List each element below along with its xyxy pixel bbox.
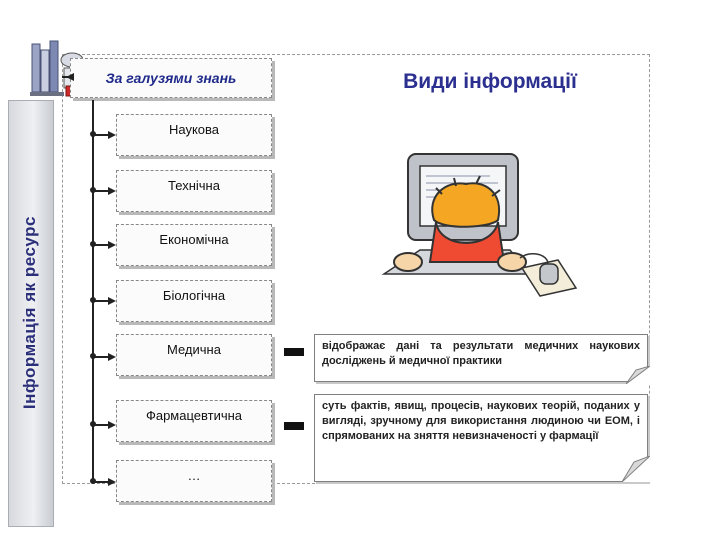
- branch-dot: [90, 241, 96, 247]
- branch-dot: [90, 297, 96, 303]
- category-box-economic: Економічна: [116, 224, 272, 266]
- branch-dot: [90, 131, 96, 137]
- branch-arrowhead: [108, 241, 116, 249]
- category-label: Наукова: [168, 122, 220, 137]
- branch-dot: [90, 187, 96, 193]
- dash-mark: [284, 422, 304, 430]
- header-arrowhead: [66, 73, 74, 81]
- tree-trunk: [92, 100, 94, 482]
- category-label: Біологічна: [162, 288, 226, 303]
- branch-dot: [90, 353, 96, 359]
- side-bar-label-wrap: Інформація як ресурс: [8, 100, 52, 525]
- definition-text: відображає дані та результати медичних н…: [322, 340, 640, 367]
- branch-arrowhead: [108, 478, 116, 486]
- side-bar: [8, 100, 54, 527]
- page-title: Види інформації: [403, 70, 577, 93]
- note-fold-icon: [626, 366, 650, 384]
- branch-connector: [92, 356, 110, 358]
- definition-text: суть фактів, явищ, процесів, наукових те…: [322, 400, 640, 442]
- category-box-medical: Медична: [116, 334, 272, 376]
- category-label: Економічна: [159, 232, 229, 247]
- category-box-pharmaceutical: Фармацевтична: [116, 400, 272, 442]
- category-box-scientific: Наукова: [116, 114, 272, 156]
- branch-dot: [90, 421, 96, 427]
- branch-connector: [92, 300, 110, 302]
- side-bar-label: Інформація як ресурс: [20, 215, 39, 410]
- branch-arrowhead: [108, 421, 116, 429]
- branch-connector: [92, 424, 110, 426]
- branch-arrowhead: [108, 187, 116, 195]
- category-label: Фармацевтична: [145, 408, 243, 423]
- category-label: Технічна: [168, 178, 220, 193]
- branch-arrowhead: [108, 131, 116, 139]
- note-fold-icon: [622, 456, 650, 482]
- header-category-box: За галузями знань: [70, 58, 272, 98]
- definition-note-pharma: суть фактів, явищ, процесів, наукових те…: [314, 394, 648, 482]
- branch-connector: [92, 190, 110, 192]
- header-connector: [62, 76, 72, 78]
- person-at-computer-icon: [381, 153, 578, 297]
- branch-connector: [92, 244, 110, 246]
- category-box-more: …: [116, 460, 272, 502]
- branch-arrowhead: [108, 297, 116, 305]
- dash-mark: [284, 348, 304, 356]
- branch-dot: [90, 478, 96, 484]
- branch-connector: [92, 481, 110, 483]
- category-box-biological: Біологічна: [116, 280, 272, 322]
- header-category-label: За галузями знань: [105, 70, 237, 86]
- category-label: Медична: [167, 342, 221, 357]
- definition-note-medical: відображає дані та результати медичних н…: [314, 334, 648, 382]
- branch-connector: [92, 134, 110, 136]
- category-label: …: [187, 468, 201, 483]
- category-box-technical: Технічна: [116, 170, 272, 212]
- branch-arrowhead: [108, 353, 116, 361]
